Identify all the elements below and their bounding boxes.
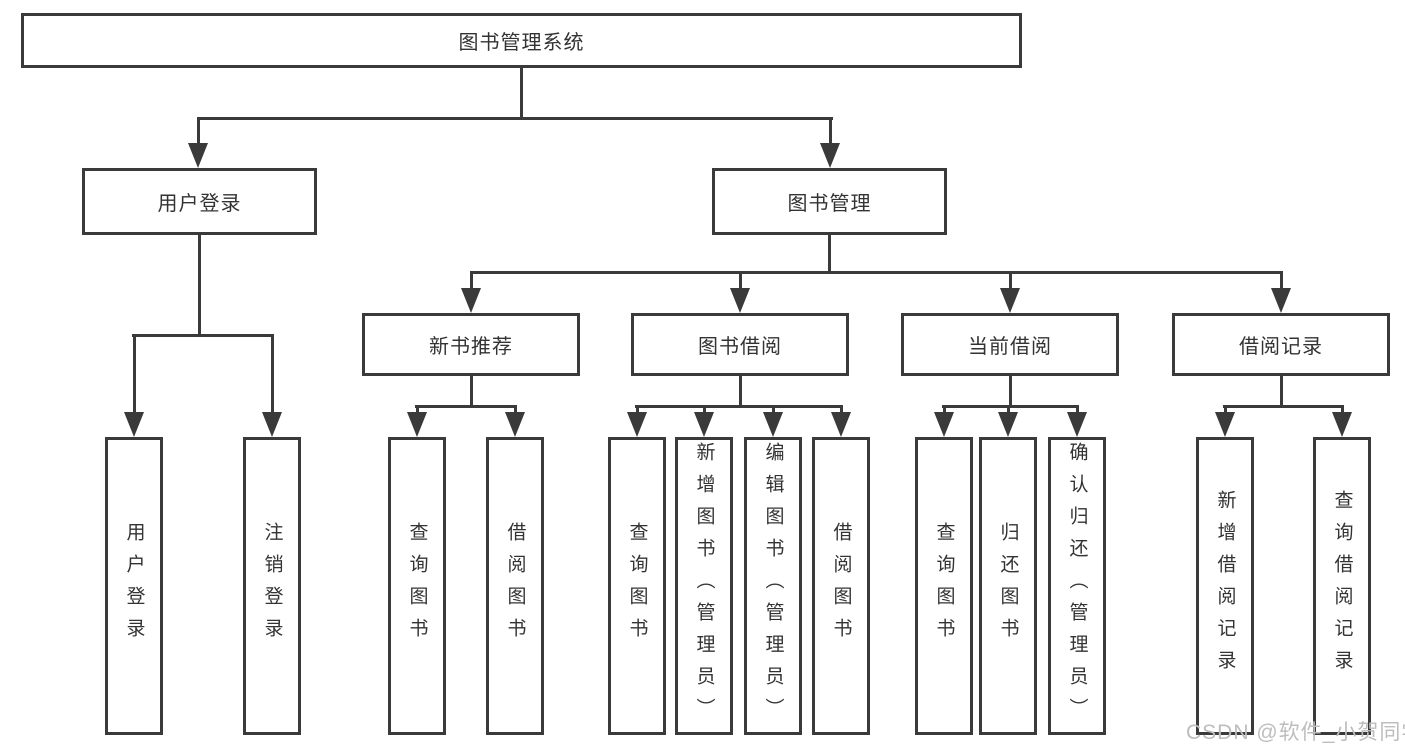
node-label: 新书推荐 [429, 336, 513, 358]
connector-user-login-stem [198, 233, 201, 337]
arrow-down-icon [1067, 407, 1087, 437]
node-label: 图书管理 [787, 193, 872, 215]
node-label: 查询借阅记录 [1331, 490, 1353, 682]
node-leaf-edit-books-admin: 编辑图书（管理员） [744, 437, 802, 735]
node-leaf-query-borrow-record: 查询借阅记录 [1313, 437, 1371, 735]
node-leaf-logout: 注销登录 [243, 437, 301, 735]
node-label: 用户登录 [157, 193, 242, 215]
connector-book-mgmt-stem [828, 233, 831, 274]
arrow-down-icon [831, 407, 851, 437]
arrow-down-icon [505, 407, 525, 437]
arrow-down-icon [407, 407, 427, 437]
connector-root-stem [520, 66, 523, 119]
arrow-down-icon [998, 407, 1018, 437]
node-book-borrow: 图书借阅 [631, 313, 849, 376]
arrow-down-icon [1332, 407, 1352, 437]
node-label: 用户登录 [123, 522, 145, 650]
node-leaf-add-books-admin: 新增图书（管理员） [675, 437, 733, 735]
node-label: 查询图书 [933, 522, 955, 650]
node-current-borrow: 当前借阅 [901, 313, 1119, 376]
node-leaf-borrow-books: 借阅图书 [486, 437, 544, 735]
node-root: 图书管理系统 [21, 13, 1022, 68]
arrow-down-icon [627, 407, 647, 437]
node-label: 编辑图书（管理员） [762, 442, 784, 730]
node-leaf-confirm-return-admin: 确认归还（管理员） [1048, 437, 1106, 735]
node-label: 图书借阅 [698, 336, 782, 358]
arrow-down-icon [694, 407, 714, 437]
connector-root-branch [197, 117, 833, 120]
node-label: 借阅图书 [504, 522, 526, 650]
arrow-down-icon [763, 407, 783, 437]
node-label: 图书管理系统 [458, 32, 585, 54]
node-user-login: 用户登录 [82, 168, 317, 235]
arrow-down-icon [1215, 407, 1235, 437]
arrow-down-icon [820, 119, 840, 168]
arrow-down-icon [188, 119, 208, 168]
connector-borrow-stem [739, 374, 742, 408]
arrow-down-icon [461, 273, 481, 313]
node-label: 新增借阅记录 [1214, 490, 1236, 682]
connector-user-login-branch [132, 334, 274, 337]
node-new-book-recommend: 新书推荐 [362, 313, 580, 376]
node-borrow-record: 借阅记录 [1172, 313, 1390, 376]
node-label: 查询图书 [406, 522, 428, 650]
node-label: 借阅图书 [830, 522, 852, 650]
arrow-down-icon [1000, 273, 1020, 313]
node-label: 新增图书（管理员） [693, 442, 715, 730]
node-leaf-add-borrow-record: 新增借阅记录 [1196, 437, 1254, 735]
node-label: 借阅记录 [1239, 336, 1323, 358]
node-leaf-user-login: 用户登录 [105, 437, 163, 735]
connector-book-mgmt-branch [470, 271, 1283, 274]
arrow-down-icon [934, 407, 954, 437]
node-label: 注销登录 [261, 522, 283, 650]
csdn-watermark: CSDN @软件_小贺同学 [1186, 721, 1405, 744]
node-label: 当前借阅 [968, 336, 1052, 358]
arrow-down-icon [730, 273, 750, 313]
arrow-down-icon [1271, 273, 1291, 313]
connector-record-stem [1280, 374, 1283, 408]
node-leaf-query-books: 查询图书 [388, 437, 446, 735]
node-leaf-query-books: 查询图书 [915, 437, 973, 735]
connector-new-book-branch [415, 405, 517, 408]
arrow-down-icon [262, 336, 282, 437]
node-label: 查询图书 [626, 522, 648, 650]
connector-borrow-branch [635, 405, 843, 408]
connector-current-branch [942, 405, 1079, 408]
connector-current-stem [1009, 374, 1012, 408]
connector-record-branch [1223, 405, 1344, 408]
node-leaf-query-books: 查询图书 [608, 437, 666, 735]
node-label: 确认归还（管理员） [1066, 442, 1088, 730]
arrow-down-icon [124, 336, 144, 437]
node-leaf-borrow-books: 借阅图书 [812, 437, 870, 735]
node-leaf-return-books: 归还图书 [979, 437, 1037, 735]
node-book-mgmt: 图书管理 [712, 168, 947, 235]
node-label: 归还图书 [997, 522, 1019, 650]
connector-new-book-stem [470, 374, 473, 408]
